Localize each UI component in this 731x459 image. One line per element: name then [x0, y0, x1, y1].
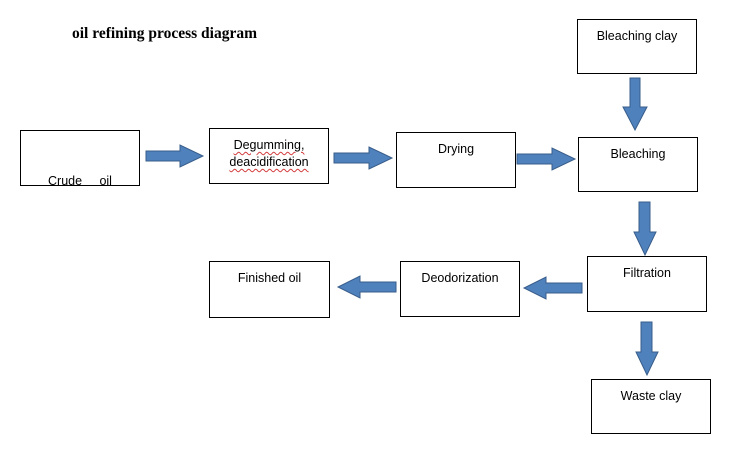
node-crude-oil: Crude oil: [20, 130, 140, 188]
arrow-bleaching-clay-to-bleaching: [622, 77, 648, 132]
node-bleaching-clay-label: Bleaching clay: [596, 29, 678, 43]
node-finished-oil: Finished oil: [209, 261, 330, 318]
node-drying-label: Drying: [437, 142, 475, 156]
node-crude-oil-label: Crude oil: [48, 174, 112, 188]
arrow-filtration-to-waste-clay: [635, 321, 659, 377]
arrow-deodorization-to-finished-oil: [336, 275, 397, 299]
node-bleaching: Bleaching: [578, 137, 698, 192]
node-finished-oil-label: Finished oil: [237, 271, 302, 285]
node-deacidification-label: deacidification: [229, 155, 309, 169]
node-degumming-label: Degumming,: [233, 138, 305, 152]
arrow-filtration-to-deodorization: [522, 276, 583, 300]
node-waste-clay: Waste clay: [591, 379, 711, 434]
node-waste-clay-label: Waste clay: [620, 389, 682, 403]
node-degumming-deacidification: Degumming, deacidification: [209, 128, 329, 184]
node-bleaching-clay: Bleaching clay: [577, 19, 697, 74]
arrow-crude-to-degumming: [145, 144, 205, 168]
arrow-bleaching-to-filtration: [633, 201, 657, 257]
node-bleaching-label: Bleaching: [610, 147, 666, 161]
node-deodorization: Deodorization: [400, 261, 520, 317]
arrow-degumming-to-drying: [333, 146, 394, 170]
arrow-drying-to-bleaching: [516, 147, 577, 171]
node-filtration: Filtration: [587, 256, 707, 312]
diagram-title: oil refining process diagram: [72, 25, 257, 42]
node-drying: Drying: [396, 132, 516, 188]
node-deodorization-label: Deodorization: [421, 271, 499, 285]
node-filtration-label: Filtration: [623, 266, 671, 280]
